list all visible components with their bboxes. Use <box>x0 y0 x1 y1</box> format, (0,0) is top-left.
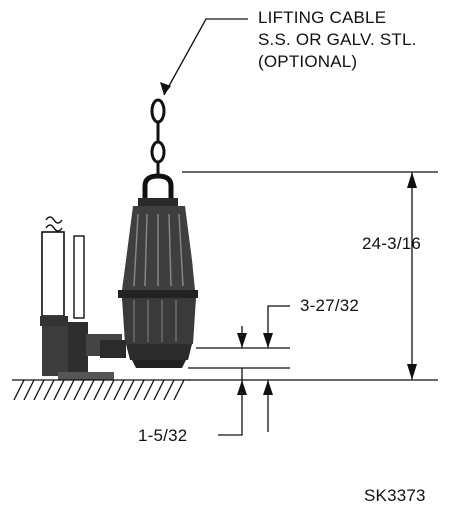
ground-hatch <box>12 379 190 401</box>
lifting-cable-callout: LIFTING CABLE S.S. OR GALV. STL. (OPTION… <box>258 7 417 73</box>
lifting-bail <box>142 173 174 200</box>
overall-dimension-line <box>407 172 417 380</box>
upper-offset-label: 3-27/32 <box>300 296 360 315</box>
extension-lines <box>182 171 438 381</box>
lower-offset-label: 1-5/32 <box>138 426 188 445</box>
pump-body <box>118 198 198 368</box>
lower-offset-dimension <box>218 380 273 436</box>
overall-height-label: 24-3/16 <box>362 234 422 253</box>
callout-line-2: S.S. OR GALV. STL. <box>258 30 417 49</box>
upper-offset-dimension <box>237 305 290 380</box>
sheet-id-label: SK3373 <box>364 486 426 505</box>
discharge-piping <box>40 216 126 380</box>
callout-line-3: (OPTIONAL) <box>258 52 358 71</box>
lifting-cable <box>150 98 166 176</box>
callout-line-1: LIFTING CABLE <box>258 8 387 27</box>
callout-leader <box>160 18 248 96</box>
